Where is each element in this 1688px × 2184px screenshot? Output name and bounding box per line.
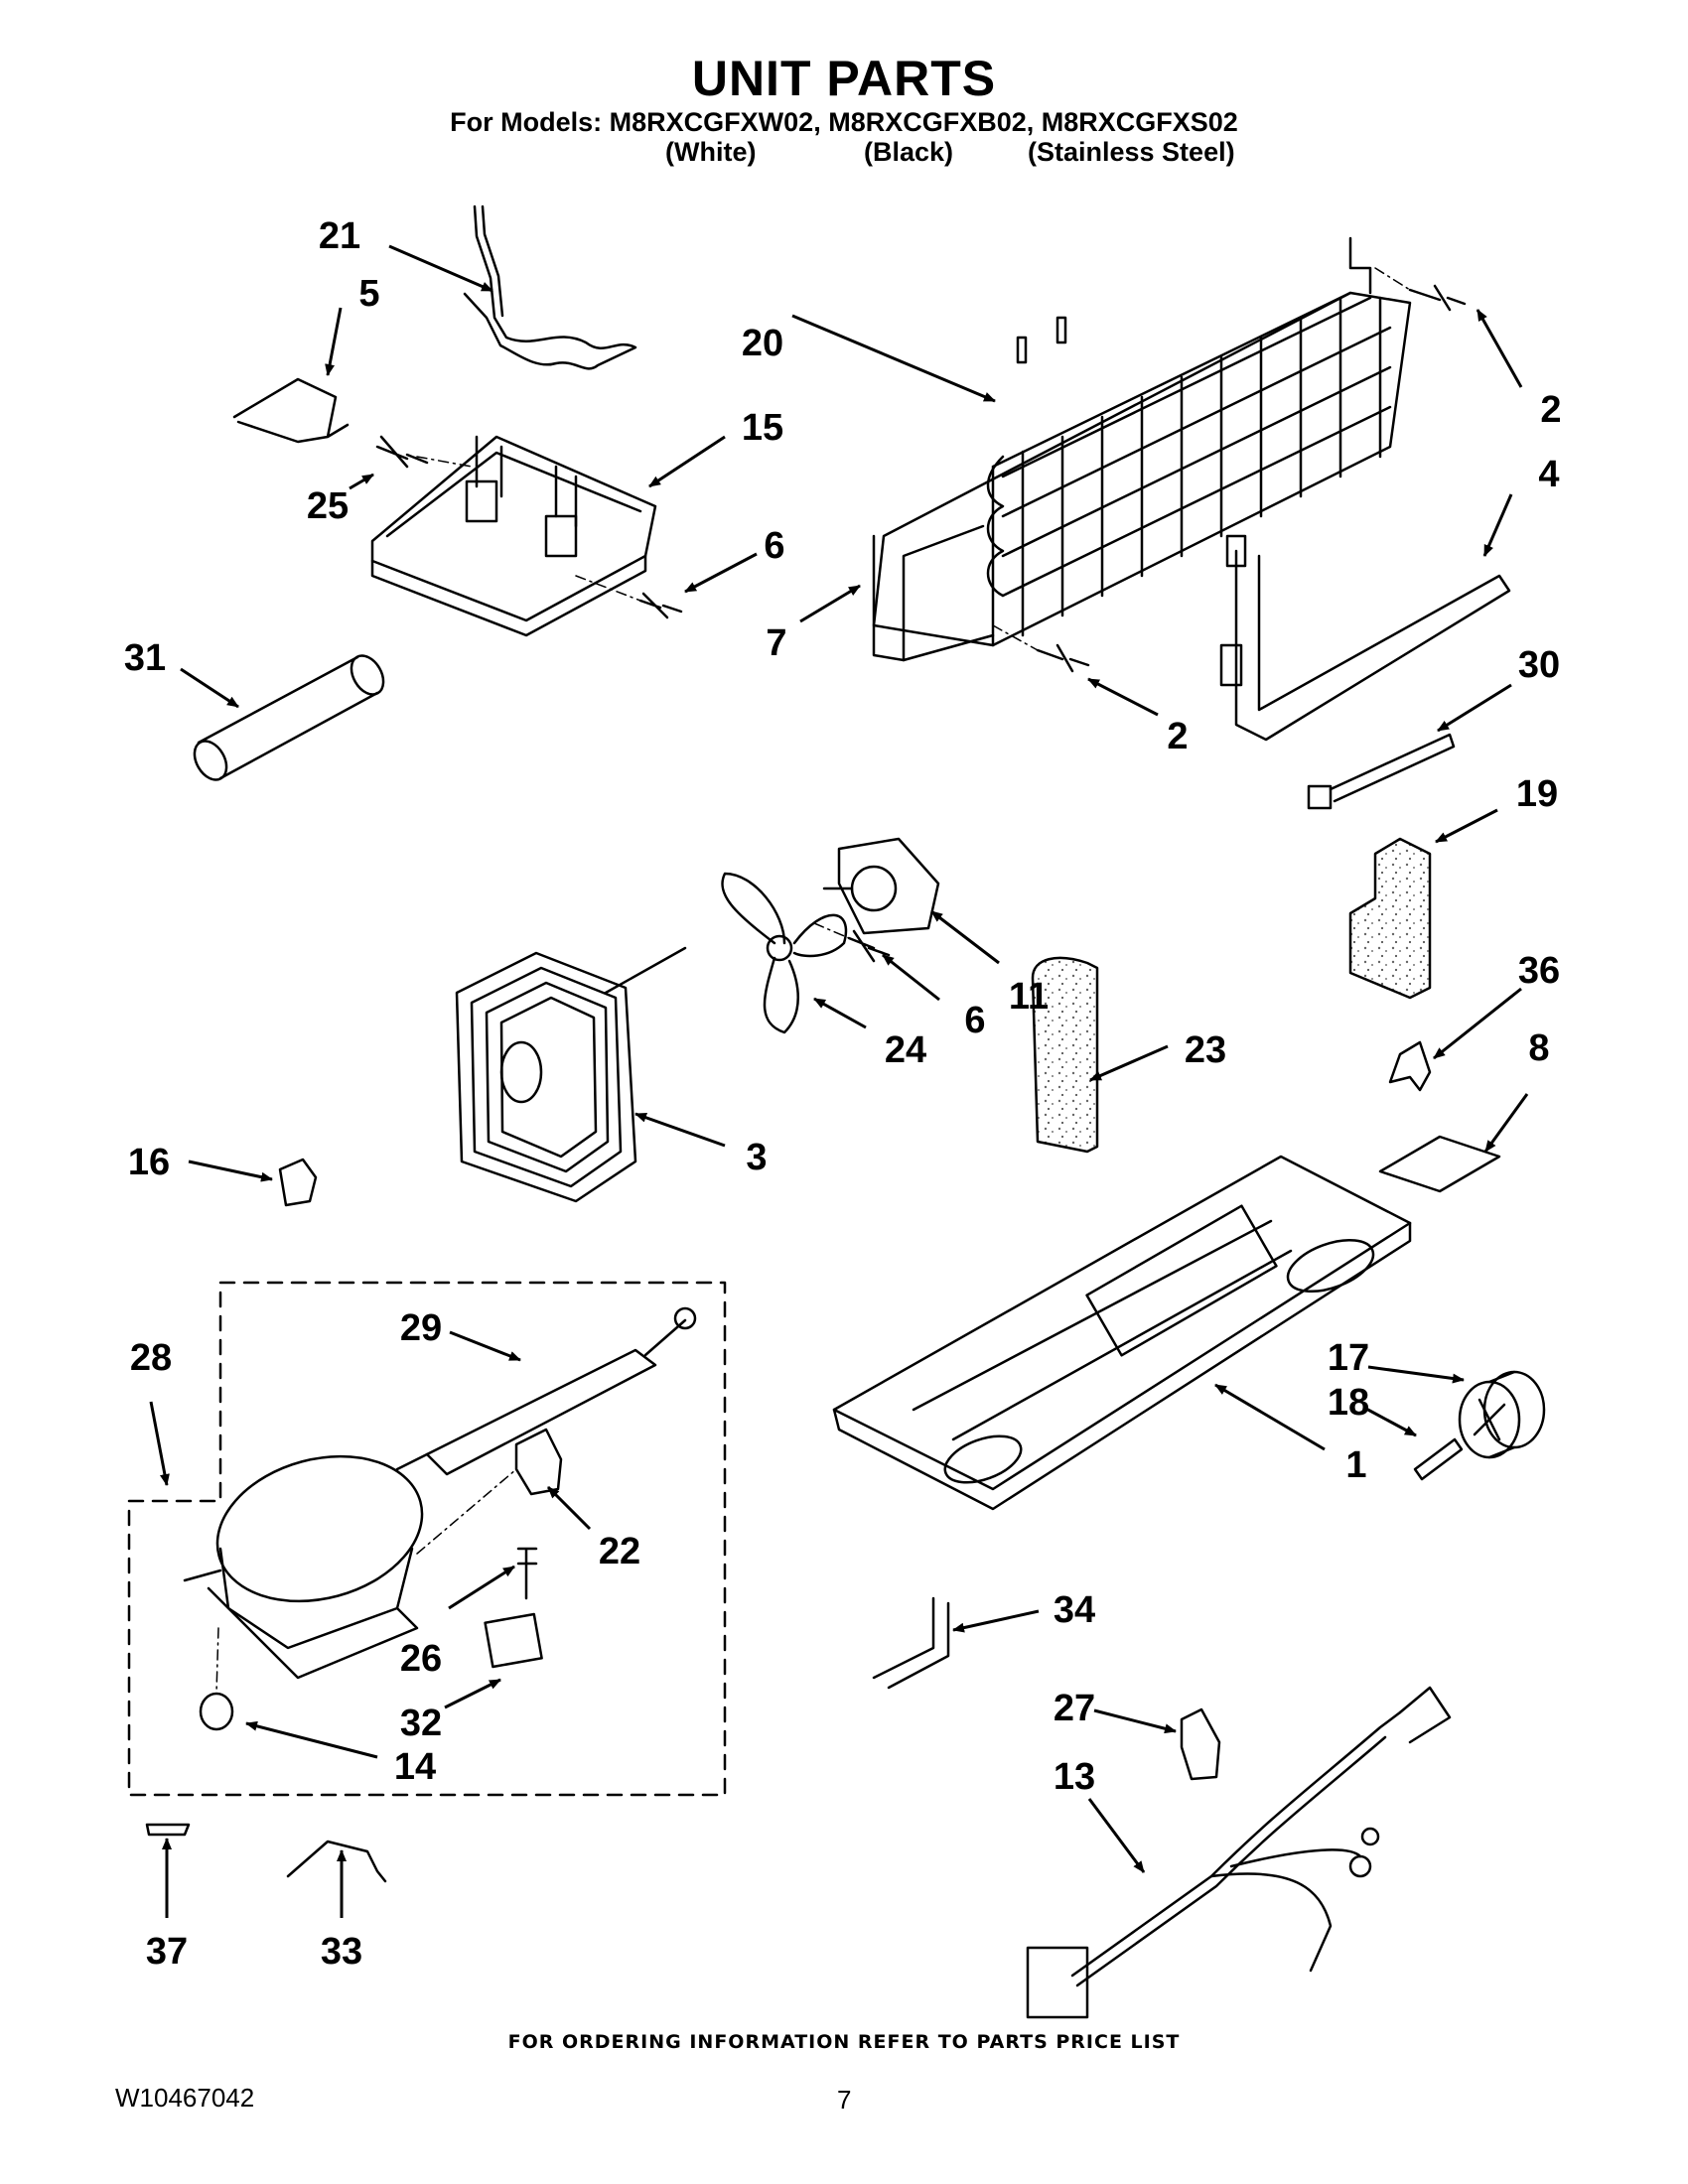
part-11-fan-motor (822, 837, 940, 935)
callout-11: 11 (1009, 976, 1049, 1018)
part-22-relay (514, 1428, 563, 1496)
callout-22: 22 (599, 1531, 640, 1572)
callout-labels: 21 5 15 25 6 31 20 2 4 7 2 30 19 11 6 24… (124, 215, 1562, 1973)
callout-16: 16 (128, 1142, 170, 1183)
part-34-tube (872, 1596, 950, 1690)
callout-3: 3 (746, 1137, 767, 1178)
callout-1: 1 (1345, 1444, 1366, 1486)
callout-17: 17 (1328, 1337, 1369, 1379)
part-13-wiring-harness (1026, 1686, 1452, 2019)
part-32-overload (484, 1612, 543, 1669)
part-1-base-pan (832, 1155, 1412, 1511)
part-17-wheel (1458, 1370, 1546, 1459)
part-21-heater-loop (463, 205, 637, 370)
callout-19: 19 (1516, 773, 1558, 815)
callout-27: 27 (1054, 1688, 1095, 1729)
part-28-kit-outline (127, 1281, 727, 1797)
callout-33: 33 (321, 1931, 362, 1973)
callout-23: 23 (1185, 1029, 1226, 1071)
variant-stainless: (Stainless Steel) (1028, 137, 1235, 167)
callout-arrows (149, 244, 1529, 1918)
models-line: For Models: M8RXCGFXW02, M8RXCGFXB02, M8… (450, 107, 1238, 137)
callout-4: 4 (1538, 454, 1559, 495)
callout-8: 8 (1528, 1027, 1549, 1069)
part-14-grommet (199, 1692, 234, 1731)
part-26-screw (516, 1547, 538, 1600)
part-6-screw-upper (638, 592, 683, 619)
part-4-defrost-heater (1219, 534, 1511, 742)
callout-30: 30 (1518, 644, 1560, 686)
callout-18: 18 (1328, 1382, 1369, 1424)
callout-5: 5 (358, 273, 379, 315)
callout-32: 32 (400, 1703, 442, 1744)
part-33-wire-bracket (286, 1840, 387, 1883)
callout-28: 28 (130, 1337, 172, 1379)
part-5-wire-clip (232, 377, 350, 444)
callout-20: 20 (742, 323, 783, 364)
part-27-bracket (1180, 1707, 1221, 1781)
part-36-clip (1388, 1040, 1432, 1092)
part-24-fan-blade (721, 872, 848, 1034)
callout-24: 24 (885, 1029, 926, 1071)
callout-13: 13 (1054, 1756, 1095, 1798)
callout-37: 37 (146, 1931, 188, 1973)
part-31-insulation-tube (193, 654, 385, 781)
callout-36: 36 (1518, 950, 1560, 992)
callout-2-upper: 2 (1540, 389, 1561, 431)
part-8-pad (1378, 1135, 1501, 1193)
callout-2-lower: 2 (1167, 716, 1188, 757)
variant-black: (Black) (864, 137, 954, 167)
part-20-evaporator (872, 236, 1412, 662)
part-37-clip (145, 1823, 191, 1837)
part-2-screw-lower (1036, 643, 1090, 673)
callout-15: 15 (742, 407, 783, 449)
document-number: W10467042 (115, 2083, 255, 2113)
callout-29: 29 (400, 1307, 442, 1349)
callout-26: 26 (400, 1638, 442, 1680)
page-title: UNIT PARTS (691, 51, 997, 106)
callout-34: 34 (1054, 1589, 1095, 1631)
part-25-screw (375, 435, 429, 469)
part-16-clip (278, 1158, 318, 1207)
part-2-screw-upper (1408, 284, 1467, 312)
part-23-foam-pad (1031, 956, 1099, 1154)
part-15-control-box (370, 435, 657, 637)
callout-14: 14 (394, 1746, 436, 1788)
part-18-axle (1413, 1437, 1464, 1481)
callout-31: 31 (124, 637, 166, 679)
callout-6: 6 (764, 525, 784, 567)
variant-white: (White) (665, 137, 757, 167)
callout-25: 25 (307, 485, 349, 527)
part-3-condenser-coil (455, 946, 687, 1203)
page-number: 7 (837, 2085, 852, 2115)
callout-6-middle: 6 (964, 1000, 985, 1041)
callout-7: 7 (766, 622, 786, 664)
callout-21: 21 (319, 215, 360, 257)
part-30-cable-tie (1307, 733, 1456, 810)
part-19-foam-block (1348, 837, 1432, 1000)
part-29-filter-drier (395, 1306, 697, 1476)
ordering-note: FOR ORDERING INFORMATION REFER TO PARTS … (507, 2031, 1181, 2053)
part-6-screw-middle (847, 929, 891, 963)
leader-dashdot (215, 267, 1411, 1694)
part-compressor (183, 1454, 424, 1680)
